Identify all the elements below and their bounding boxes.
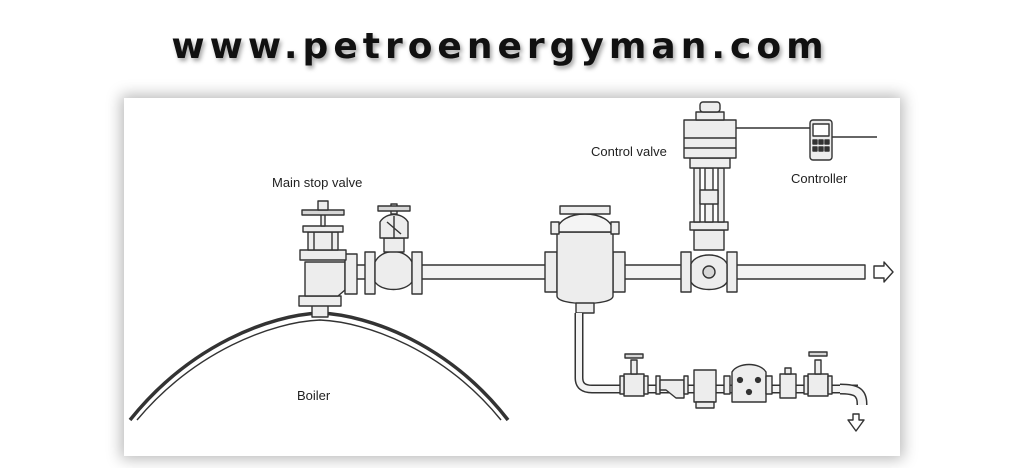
label-main-stop-valve: Main stop valve — [272, 175, 362, 190]
steam-separator — [544, 205, 626, 314]
steam-trap — [723, 363, 773, 403]
drain-trap-line — [574, 313, 868, 410]
strainer — [655, 375, 689, 399]
steam-system-diagram: Main stop valve Control valve Controller… — [124, 98, 900, 456]
main-stop-valve[interactable] — [298, 200, 358, 307]
main-stop-valve-base-flange — [298, 295, 342, 307]
label-boiler: Boiler — [297, 388, 331, 403]
site-url-watermark: www.petroenergyman.com — [171, 26, 829, 67]
control-valve[interactable] — [680, 101, 810, 293]
isolation-valve-handwheel[interactable] — [377, 205, 411, 212]
label-controller: Controller — [791, 171, 848, 186]
drain-outlet-arrow — [847, 413, 865, 432]
boiler — [128, 304, 510, 422]
drain-valve-2[interactable] — [803, 351, 833, 397]
check-valve — [779, 367, 797, 399]
diagram-canvas: Main stop valve Control valve Controller… — [128, 101, 894, 432]
control-valve-actuator — [683, 119, 737, 159]
label-control-valve: Control valve — [591, 144, 667, 159]
main-stop-valve-outlet-flange — [344, 253, 358, 295]
main-stop-valve-handwheel[interactable] — [301, 209, 345, 216]
boiler-nozzle — [311, 304, 329, 318]
drain-valve-1[interactable] — [619, 353, 649, 397]
sight-glass — [693, 369, 717, 409]
isolation-globe-valve[interactable] — [364, 203, 423, 295]
controller[interactable] — [809, 119, 877, 161]
steam-outlet-arrow — [873, 261, 894, 283]
